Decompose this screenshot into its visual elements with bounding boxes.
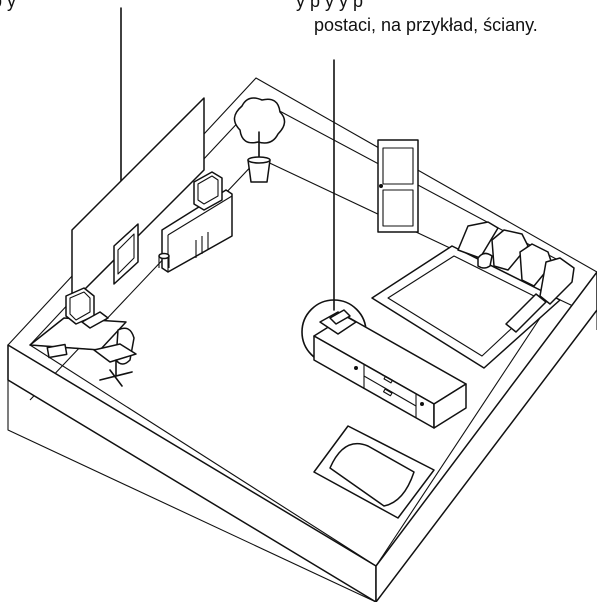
desk-with-computer — [29, 287, 127, 359]
monitor-icon — [193, 171, 223, 211]
door — [377, 139, 419, 233]
picture-frame — [113, 223, 139, 285]
sofa — [457, 221, 575, 333]
cabinet-side — [433, 383, 467, 429]
bed-icon — [313, 425, 435, 519]
tv-cabinet — [313, 309, 467, 429]
workstation — [158, 171, 233, 273]
glass-partition — [71, 97, 205, 320]
caption-left-partial: p y — [0, 0, 17, 11]
office-chair-icon — [93, 327, 137, 387]
caption-right-line2: postaci, na przykład, ściany. — [314, 15, 538, 35]
outer-wall-right-face — [375, 271, 597, 602]
plant-icon — [233, 97, 286, 183]
caption-right-line1-partial: y p y y p — [296, 0, 364, 11]
